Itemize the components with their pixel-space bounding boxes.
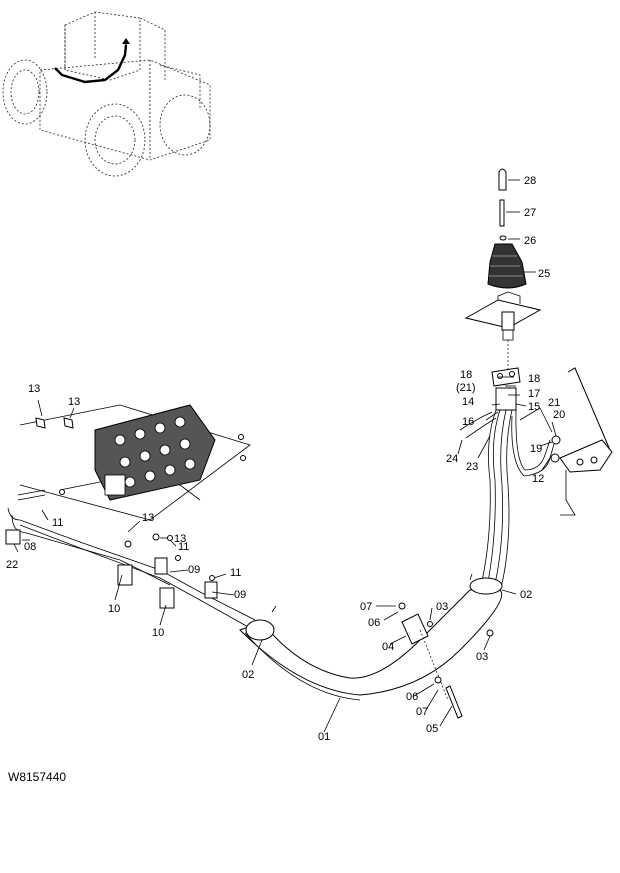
- callout-12: 12: [532, 473, 544, 485]
- callout-18-left: 18: [460, 369, 472, 381]
- callout-03-lower: 03: [476, 651, 488, 663]
- callout-03-upper: 03: [436, 601, 448, 613]
- callout-07-lower: 07: [416, 706, 428, 718]
- callout-20: 20: [553, 409, 565, 421]
- callout-21-parenthesized: (21): [456, 382, 476, 394]
- callout-18-right: 18: [528, 373, 540, 385]
- callout-09-a: 09: [188, 564, 200, 576]
- bracket-and-bolt: [398, 602, 463, 719]
- hose-bundle-vertical: [459, 409, 555, 601]
- callout-08: 08: [24, 541, 36, 553]
- hose-bundle-main: [5, 489, 503, 701]
- callout-14: 14: [462, 396, 474, 408]
- callout-17: 17: [528, 388, 540, 400]
- callout-09-b: 09: [234, 589, 246, 601]
- callout-13-c: 13: [142, 512, 154, 524]
- callout-02-left: 02: [242, 669, 254, 681]
- callout-05: 05: [426, 723, 438, 735]
- callout-04: 04: [382, 641, 394, 653]
- callout-21: 21: [548, 397, 560, 409]
- callout-11-c: 11: [230, 567, 241, 579]
- callout-16: 16: [462, 416, 474, 428]
- joystick-assembly: [464, 168, 542, 411]
- callout-07-upper: 07: [360, 601, 372, 613]
- callout-10-b: 10: [152, 627, 164, 639]
- callout-22: 22: [6, 559, 18, 571]
- callout-labels: 28 27 26 25 18 18 (21) 17 14 15 16 21 20…: [6, 175, 565, 743]
- callout-24: 24: [446, 453, 458, 465]
- callout-13-d: 13: [174, 533, 186, 545]
- callout-11-b: 11: [178, 541, 189, 553]
- callout-15: 15: [528, 401, 540, 413]
- callout-13-a: 13: [28, 383, 40, 395]
- callout-02-right: 02: [520, 589, 532, 601]
- callout-11-a: 11: [52, 517, 63, 529]
- callout-13-b: 13: [68, 396, 80, 408]
- callout-26: 26: [524, 235, 536, 247]
- callout-28: 28: [524, 175, 536, 187]
- callout-27: 27: [524, 207, 536, 219]
- callout-23: 23: [466, 461, 478, 473]
- drawing-code: W8157440: [8, 770, 67, 784]
- callout-25: 25: [538, 268, 550, 280]
- callout-06-upper: 06: [368, 617, 380, 629]
- callout-06-lower: 06: [406, 691, 418, 703]
- tractor-overview-sketch: [2, 11, 211, 177]
- callout-10-a: 10: [108, 603, 120, 615]
- leader-lines: [13, 376, 557, 733]
- lever-assembly: [550, 367, 613, 516]
- callout-01: 01: [318, 731, 330, 743]
- control-valve-block: [19, 404, 251, 521]
- callout-19: 19: [530, 443, 542, 455]
